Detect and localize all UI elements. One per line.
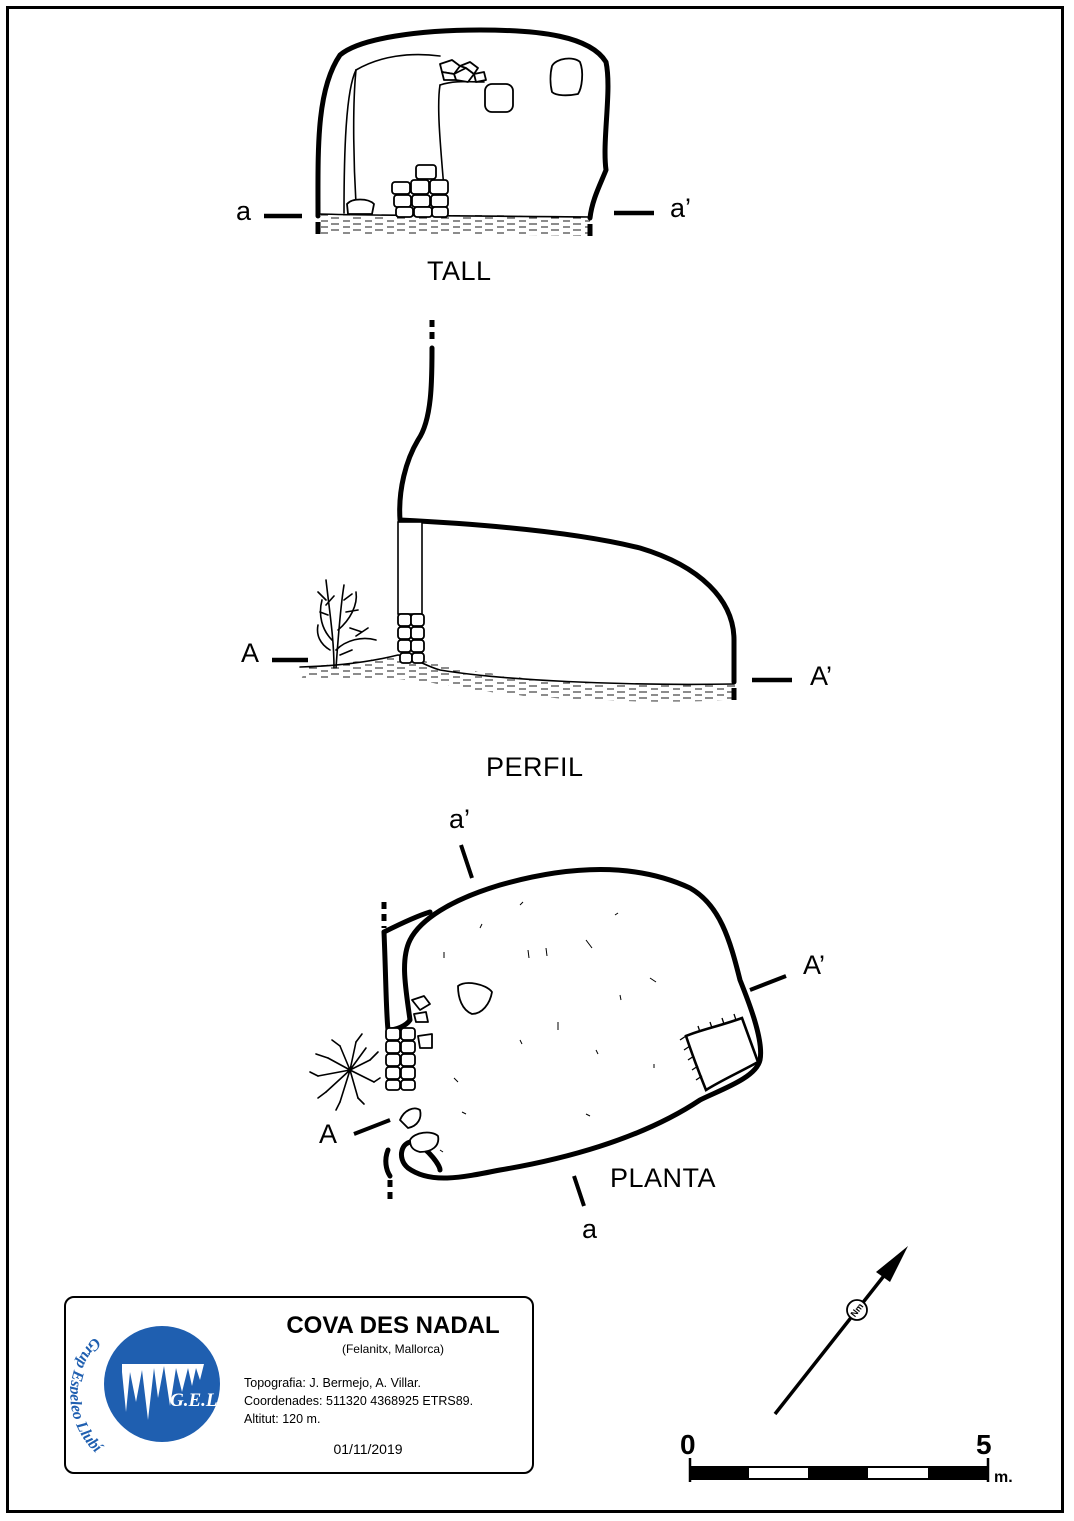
gell-logo: G.E.LL. Grup Espeleo Llubí [70,1326,234,1457]
north-arrow-shaft [773,1256,900,1416]
planta-A-line [353,1118,391,1136]
planta-A-prime-line [749,974,787,992]
planta-marker-A: A [319,1119,337,1149]
scale-bar-start-label: 0 [680,1429,696,1460]
planta-north-wall [381,909,433,935]
tall-title: TALL [427,256,492,286]
planta-section: a’ A’ A a PLANTA [309,804,825,1244]
coordinates: Coordenades: 511320 4368925 ETRS89. [244,1394,474,1408]
scale-bar: 0 5 m. [680,1429,1013,1486]
perfil-left-marker: A [241,638,259,668]
perfil-floor-line [299,654,735,686]
planta-a-prime-line [459,844,474,879]
perfil-bush [316,579,377,669]
tall-section: a a’ TALL [236,27,691,286]
north-arrow: Nm [773,1246,908,1416]
planta-cave-outline [381,867,764,1181]
planta-marker-a-prime: a’ [449,804,470,834]
planta-marker-a: a [582,1214,598,1244]
north-arrow-circle [846,1299,868,1321]
planta-chamber-hatching [679,1013,737,1081]
page-border [6,6,1064,1513]
logo-arc-text: Grup Espeleo Llubí [70,1334,106,1457]
tall-stone-wall [346,164,449,218]
north-arrow-head [876,1246,908,1282]
logo-stalactites [122,1364,204,1420]
perfil-section: A A’ PERFIL [241,320,832,782]
planta-stone-wall [385,995,440,1153]
scale-bar-end-label: 5 [976,1429,992,1460]
logo-text: G.E.LL. [170,1390,234,1411]
planta-marker-A-prime: A’ [803,950,825,980]
tall-inner-left-wall [343,69,357,214]
tall-inner-left-wall-2 [352,69,357,205]
tall-window [549,57,584,97]
perfil-title: PERFIL [486,752,584,782]
planta-floor-marks [439,901,657,1153]
perfil-right-marker: A’ [810,661,832,691]
altitude: Altitut: 120 m. [244,1412,321,1426]
tall-left-marker: a [236,196,252,226]
survey-credits: Topografia: J. Bermejo, A. Villar. [244,1376,421,1390]
planta-bush [309,1033,381,1111]
scale-bar-seg-1 [690,1467,749,1479]
perfil-entrance-opening [397,521,423,615]
tall-rock-cluster [439,59,487,83]
tall-inner-ceiling [355,53,441,71]
scale-bar-unit: m. [994,1469,1013,1486]
planta-pillar [457,982,493,1015]
perfil-cave-outline [397,345,737,685]
planta-south-wall [383,1147,393,1179]
tall-cave-outline [315,27,611,221]
cave-location: (Felanitx, Mallorca) [341,1342,445,1356]
cave-name: COVA DES NADAL [286,1312,500,1339]
logo-circle [104,1326,220,1442]
legend-box: G.E.LL. Grup Espeleo Llubí COVA DES NADA… [64,1296,534,1474]
perfil-stone-wall [397,613,425,664]
tall-right-marker: a’ [670,193,691,223]
tall-block [484,83,514,113]
planta-title: PLANTA [610,1163,716,1193]
planta-a-line [572,1175,586,1207]
scale-bar-seg-5 [928,1467,988,1479]
survey-date: 01/11/2019 [333,1441,403,1457]
scale-bar-seg-3 [808,1467,868,1479]
tall-sediment [318,214,590,236]
